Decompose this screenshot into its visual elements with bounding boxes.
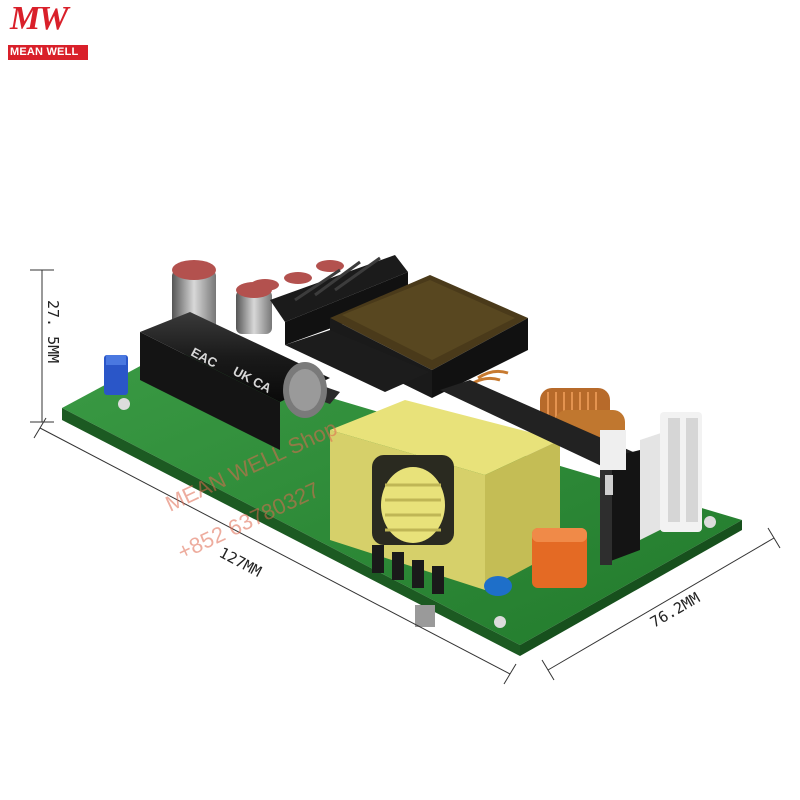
yellow-transformer — [330, 400, 560, 590]
dimension-length-line — [33, 417, 517, 685]
dimension-height-line — [30, 269, 54, 423]
dimension-width-line — [541, 527, 781, 681]
transformer-pins — [372, 545, 444, 594]
heatsink-back — [270, 255, 408, 345]
aux-connector — [600, 430, 626, 495]
x-capacitor — [532, 528, 587, 588]
logo-brand-text: MEAN WELL — [10, 46, 79, 58]
metal-tab — [415, 605, 435, 627]
bulk-capacitor: EAC UK CA — [140, 312, 330, 450]
y-capacitor — [484, 576, 512, 596]
dimension-height-label: 27. 5MM — [44, 300, 62, 363]
meanwell-logo: MW MEAN WELL — [6, 0, 88, 60]
logo-bar — [8, 45, 88, 60]
mounting-hole — [704, 516, 716, 528]
output-connector — [640, 412, 702, 540]
mounting-hole — [494, 616, 506, 628]
logo-mark: MW — [10, 0, 68, 37]
trimmer-potentiometer — [104, 355, 128, 395]
dimension-length-label: 127MM — [216, 544, 264, 581]
small-capacitors — [172, 260, 344, 334]
mounting-hole — [118, 398, 130, 410]
dimension-width-label: 76.2MM — [647, 589, 703, 632]
